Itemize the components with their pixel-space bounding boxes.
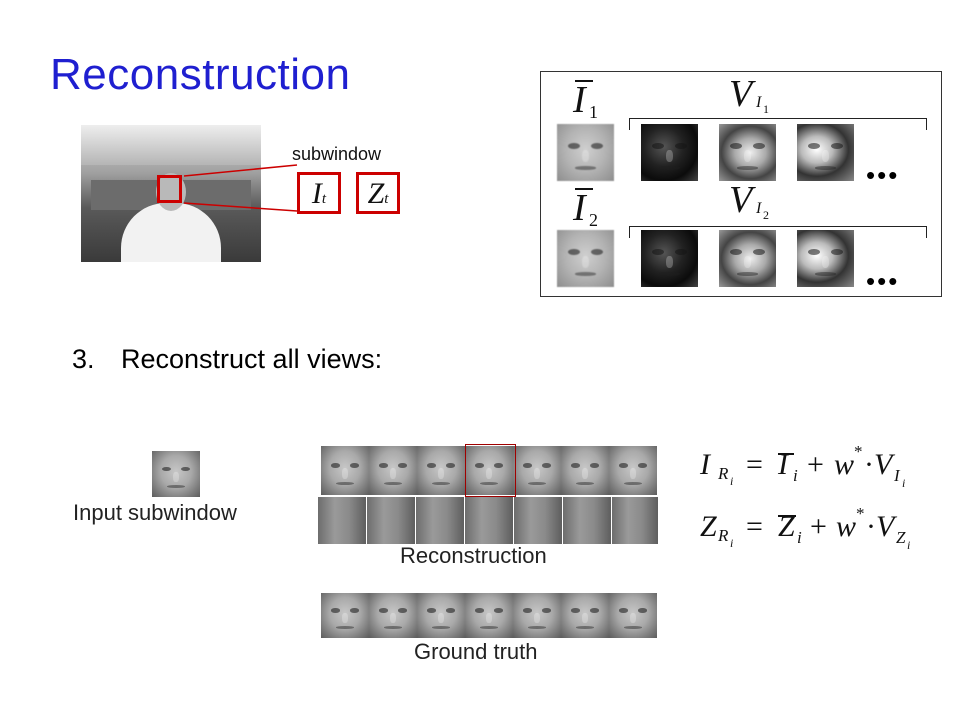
symbol-I: I xyxy=(311,177,322,210)
mean-symbol-1: I 1 xyxy=(573,79,598,122)
step-text: Reconstruct all views: xyxy=(121,344,383,374)
eigen-panel: I 1 V I 1 ••• I 2 V I 2 ••• xyxy=(540,71,942,297)
basis-bracket-1 xyxy=(629,118,927,130)
eigenface-1-2 xyxy=(719,124,776,181)
input-subwindow-face xyxy=(152,451,200,497)
eigenface-2-3 xyxy=(797,230,854,287)
ellipsis-2: ••• xyxy=(866,266,900,296)
mean-symbol-2: I 2 xyxy=(573,187,598,230)
equation-depth: Z R i = Z i + w * · V Z i xyxy=(700,504,911,552)
subwindow-I-box: It xyxy=(297,172,341,214)
eigenface-1-1 xyxy=(641,124,698,181)
ground-truth-caption: Ground truth xyxy=(414,639,538,664)
input-views-strip xyxy=(321,446,657,495)
slide-title: Reconstruction xyxy=(50,50,351,99)
ground-truth-strip xyxy=(321,593,657,638)
selected-view-highlight xyxy=(465,444,516,497)
mean-face-1 xyxy=(557,124,614,181)
eigenface-1-3 xyxy=(797,124,854,181)
reconstruction-caption: Reconstruction xyxy=(400,543,547,568)
basis-symbol-1: V I 1 xyxy=(729,73,769,116)
eigenface-2-1 xyxy=(641,230,698,287)
depth-reconstruction-strip xyxy=(318,497,658,544)
symbol-I-sub: t xyxy=(321,191,327,207)
input-subwindow-caption: Input subwindow xyxy=(73,500,237,525)
subwindow-label: subwindow xyxy=(292,144,382,164)
step-number: 3. xyxy=(72,344,95,374)
office-photo xyxy=(81,125,261,262)
person-figure xyxy=(121,203,221,262)
symbol-Z: Z xyxy=(367,177,385,210)
mean-face-2 xyxy=(557,230,614,287)
eigenface-2-2 xyxy=(719,230,776,287)
subwindow-highlight xyxy=(157,175,182,203)
basis-symbol-2: V I 2 xyxy=(729,179,769,222)
subwindow-Z-box: Zt xyxy=(356,172,400,214)
ellipsis-1: ••• xyxy=(866,160,900,190)
basis-bracket-2 xyxy=(629,226,927,238)
equation-intensity: I R i = I i + w * · V I i xyxy=(700,442,906,490)
symbol-Z-sub: t xyxy=(384,191,389,207)
